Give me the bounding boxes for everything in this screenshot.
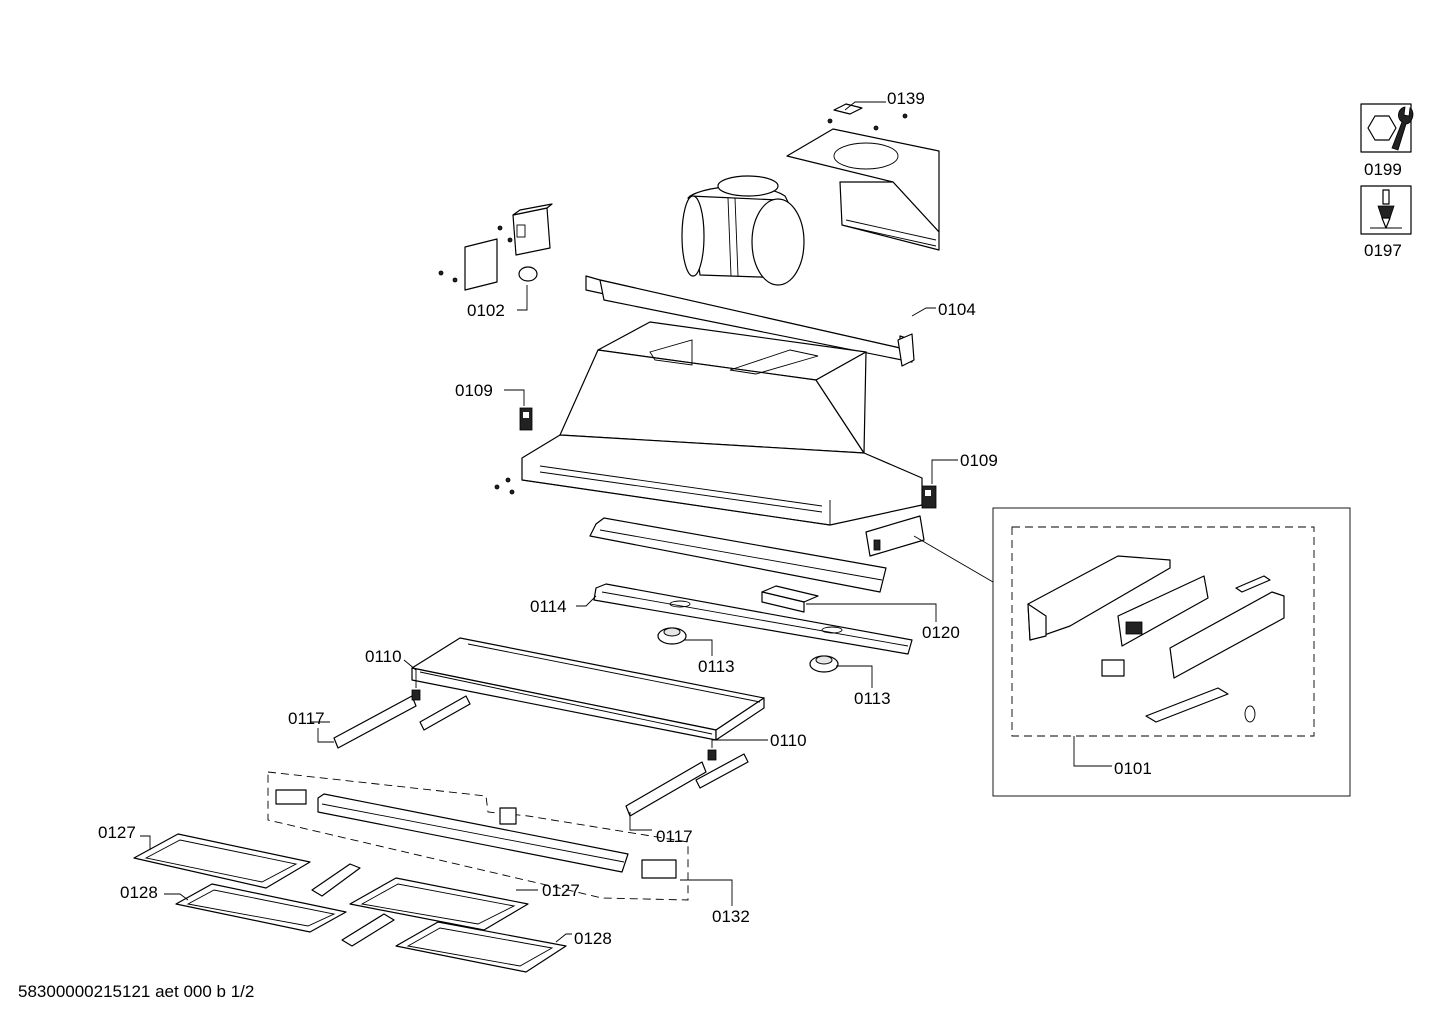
control-module-detail-part xyxy=(913,507,1351,797)
label-0127-right: 0127 xyxy=(542,881,580,900)
label-0102: 0102 xyxy=(467,301,505,320)
label-0114: 0114 xyxy=(530,597,567,616)
label-0113-left: 0113 xyxy=(698,657,735,676)
label-0113-right: 0113 xyxy=(854,689,891,708)
lamp-rail-part xyxy=(593,583,913,655)
wrench-tool-number: 0199 xyxy=(1364,160,1402,179)
label-0128-right: 0128 xyxy=(574,929,612,948)
control-strip-part xyxy=(589,515,925,593)
label-0117-right: 0117 xyxy=(656,827,693,846)
slide-right-part xyxy=(625,749,749,817)
label-0127-left: 0127 xyxy=(98,823,136,842)
blower-motor-part xyxy=(681,175,805,286)
mounting-plate-part xyxy=(786,103,940,251)
junction-box-part xyxy=(438,203,553,291)
document-reference: 58300000215121 aet 000 b 1/2 xyxy=(18,982,254,1001)
wrench-tool-icon xyxy=(1360,103,1414,153)
switch-right-part xyxy=(921,485,937,509)
label-0109-right: 0109 xyxy=(960,451,998,470)
label-0128-left: 0128 xyxy=(120,883,158,902)
slide-left-part xyxy=(333,689,471,749)
label-0117-left: 0117 xyxy=(288,709,325,728)
grease-filter-left-part xyxy=(133,833,395,947)
label-0120: 0120 xyxy=(922,623,960,642)
label-0110-left: 0110 xyxy=(365,647,402,666)
label-0104: 0104 xyxy=(938,300,976,319)
label-0132: 0132 xyxy=(712,907,750,926)
label-0110-right: 0110 xyxy=(770,731,807,750)
switch-left-part xyxy=(519,407,533,431)
front-trim-part xyxy=(267,771,689,901)
lamp-left-part xyxy=(657,627,687,645)
lamp-right-part xyxy=(809,655,839,673)
front-rail-part xyxy=(585,275,915,367)
grease-filter-right-part xyxy=(349,877,567,973)
visor-frame-part xyxy=(411,637,765,741)
screwdriver-tool-number: 0197 xyxy=(1364,241,1402,260)
transformer-part xyxy=(761,585,819,613)
screwdriver-tool-icon xyxy=(1360,185,1412,235)
label-0109-left: 0109 xyxy=(455,381,493,400)
hood-housing-part xyxy=(494,321,923,526)
label-0139: 0139 xyxy=(887,89,925,108)
label-0101: 0101 xyxy=(1114,759,1152,778)
